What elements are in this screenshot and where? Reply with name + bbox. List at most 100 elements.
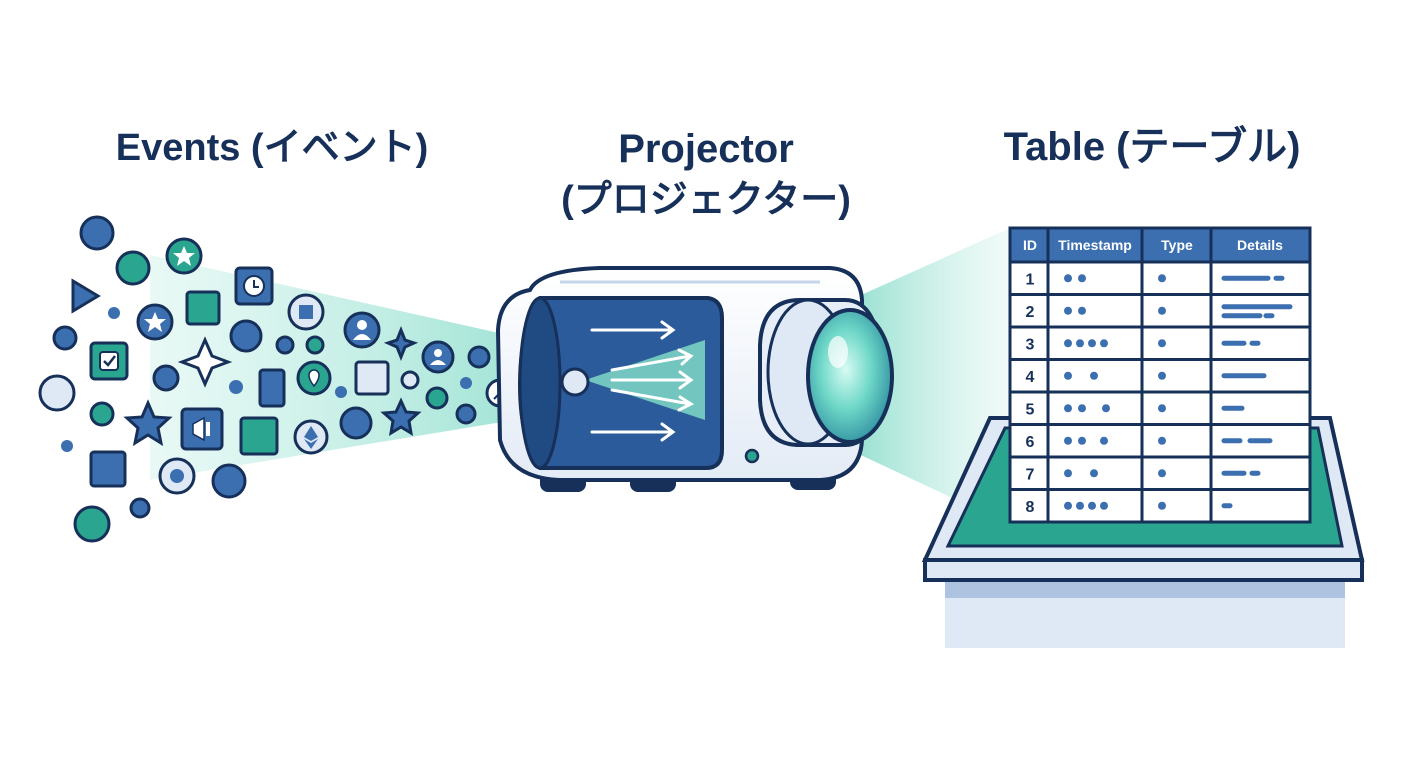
event-dot: [229, 380, 243, 394]
event-square: [354, 360, 390, 396]
row-id: 5: [1026, 401, 1035, 418]
event-circle: [467, 345, 491, 369]
event-circle: [79, 215, 115, 251]
event-circle: [400, 370, 420, 390]
event-circle: [425, 386, 449, 410]
timestamp-dot: [1100, 339, 1108, 348]
event-circle: [38, 374, 76, 412]
light-source: [560, 367, 590, 397]
row-id: 4: [1026, 369, 1035, 386]
table-header-details: Details: [1237, 237, 1283, 253]
star-icon: [380, 397, 422, 436]
type-dot: [1158, 306, 1166, 315]
timestamp-dot: [1076, 501, 1084, 510]
table-title: Table (テーブル): [1004, 124, 1301, 169]
type-dot: [1158, 371, 1166, 380]
table-header-id: ID: [1023, 237, 1037, 253]
ethereum-icon: [293, 419, 329, 455]
row-id: 2: [1026, 304, 1035, 321]
event-dot: [108, 307, 120, 319]
lens: [806, 308, 894, 444]
event-circle: [89, 401, 115, 427]
timestamp-dot: [1078, 404, 1086, 413]
timestamp-dot: [1064, 306, 1072, 315]
timestamp-dot: [1088, 501, 1096, 510]
timestamp-dot: [1090, 371, 1098, 380]
event-square: [258, 368, 286, 408]
row-id: 3: [1026, 336, 1035, 353]
event-circle: [211, 463, 247, 499]
status-led: [744, 448, 760, 464]
megaphone-icon: [180, 407, 224, 451]
events-title: Events (イベント): [116, 127, 428, 169]
flow-arrows: [590, 320, 695, 442]
event-circle: [339, 406, 373, 440]
event-icons-cloud: [38, 215, 551, 543]
timestamp-dot: [1078, 306, 1086, 315]
timestamp-dot: [1078, 274, 1086, 283]
type-dot: [1158, 436, 1166, 445]
row-id: 8: [1026, 499, 1035, 516]
event-circle: [275, 335, 295, 355]
row-id: 1: [1026, 271, 1035, 288]
location-pin-icon: [296, 360, 332, 396]
event-circle: [305, 335, 325, 355]
projector-title: Projector: [618, 127, 794, 171]
star-badge-icon: [136, 303, 174, 341]
table-header-type: Type: [1161, 237, 1193, 253]
table-row: 1: [1026, 271, 1285, 288]
star-icon: [123, 399, 173, 447]
event-square: [89, 450, 127, 488]
user-icon: [421, 340, 455, 374]
event-dot: [460, 377, 472, 389]
type-dot: [1158, 274, 1166, 283]
type-dot: [1158, 469, 1166, 478]
table-row: 5: [1010, 390, 1310, 418]
timestamp-dot: [1078, 436, 1086, 445]
projector: [495, 266, 894, 492]
timestamp-dot: [1064, 274, 1072, 283]
timestamp-dot: [1064, 371, 1072, 380]
event-circle: [73, 505, 111, 543]
table-row: 2: [1010, 293, 1310, 321]
timestamp-dot: [1064, 404, 1072, 413]
event-circle: [455, 403, 477, 425]
user-icon: [343, 311, 381, 349]
event-circle: [52, 325, 78, 351]
row-id: 6: [1026, 434, 1035, 451]
table-row: 7: [1010, 455, 1310, 483]
timestamp-dot: [1076, 339, 1084, 348]
type-dot: [1158, 501, 1166, 510]
table-row: 8: [1010, 488, 1310, 516]
timestamp-dot: [1064, 469, 1072, 478]
timestamp-dot: [1064, 501, 1072, 510]
timestamp-dot: [1102, 404, 1110, 413]
type-dot: [1158, 404, 1166, 413]
timestamp-dot: [1100, 436, 1108, 445]
event-square: [185, 290, 221, 326]
table-row: 3: [1010, 325, 1310, 353]
timestamp-dot: [1090, 469, 1098, 478]
outgoing-beam: [850, 228, 1010, 525]
table-row: 6: [1010, 423, 1310, 451]
event-dot: [335, 386, 347, 398]
sparkle-icon: [383, 325, 419, 362]
event-circle: [129, 497, 151, 519]
sparkle-icon: [177, 336, 233, 388]
event-square: [239, 416, 279, 456]
star-badge-icon: [165, 237, 203, 275]
timestamp-dot: [1088, 339, 1096, 348]
event-dot: [61, 440, 73, 452]
square-badge-icon: [287, 293, 325, 331]
play-icon: [71, 278, 101, 314]
table-header: [1008, 226, 1312, 264]
gear-icon: [158, 457, 196, 495]
event-circle: [229, 319, 263, 353]
row-id: 7: [1026, 466, 1035, 483]
type-dot: [1158, 339, 1166, 348]
timestamp-dot: [1100, 501, 1108, 510]
timestamp-dot: [1064, 436, 1072, 445]
clock-icon: [234, 266, 274, 306]
